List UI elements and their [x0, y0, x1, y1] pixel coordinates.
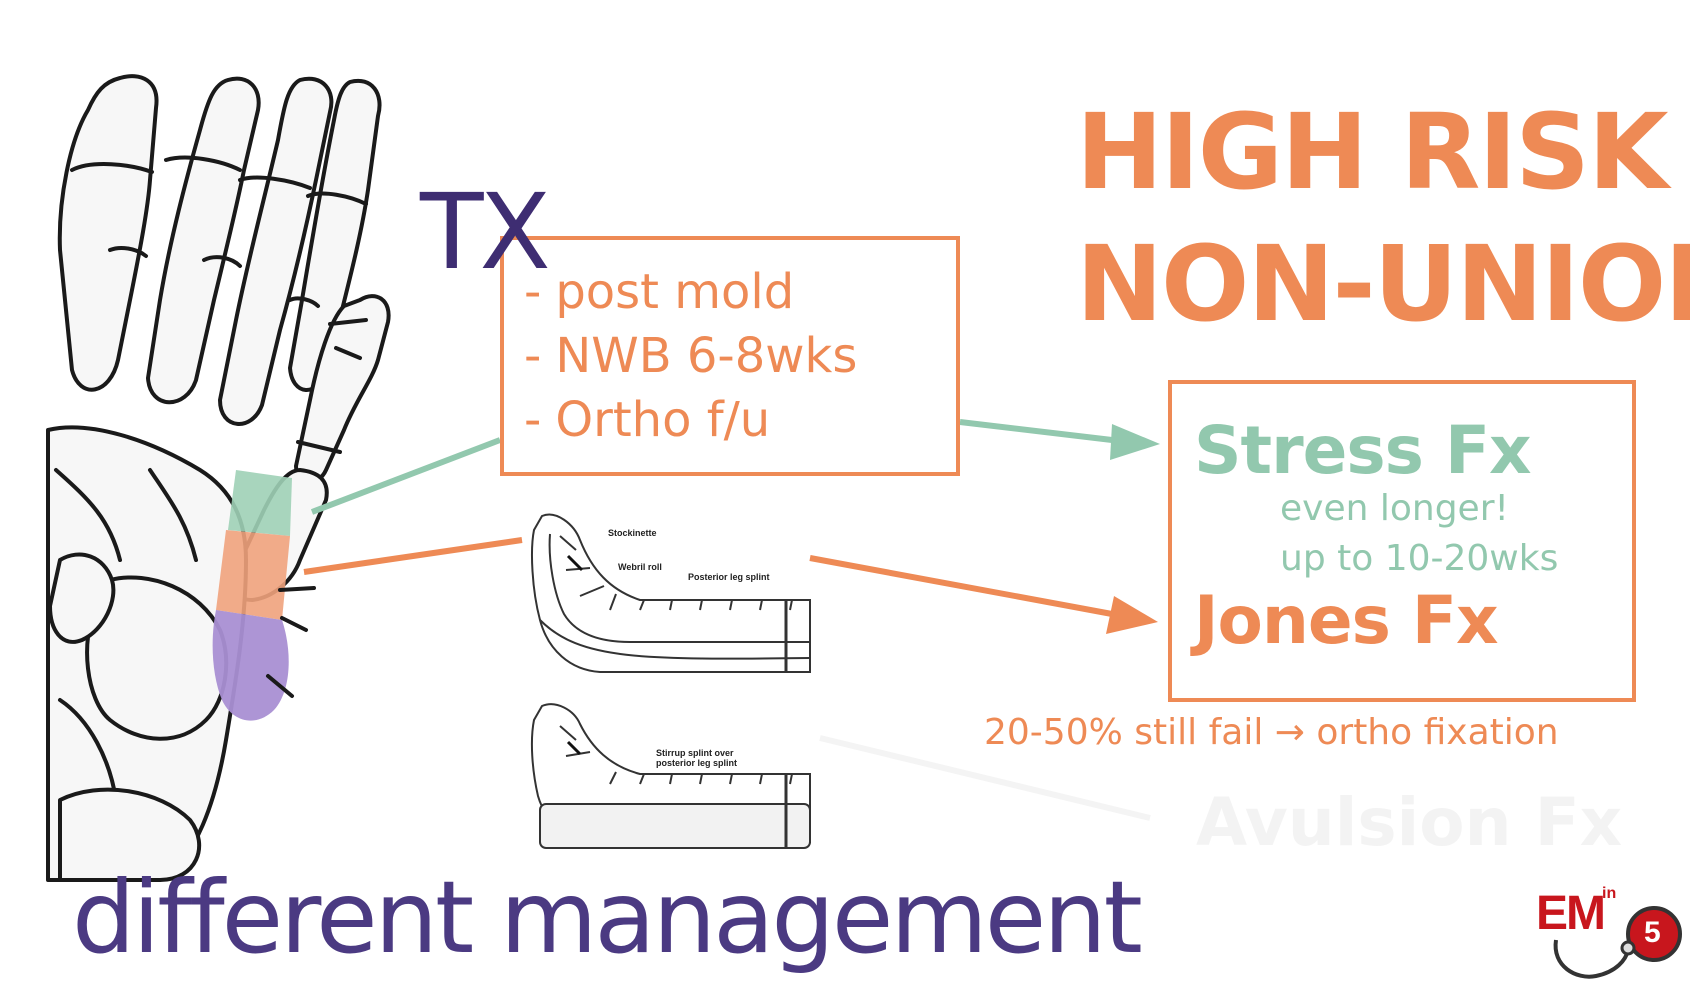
treatment-item-post-mold: post mold — [555, 264, 795, 320]
logo-in-text: in — [1602, 885, 1617, 902]
stress-note-2: up to 10-20wks — [1280, 538, 1559, 579]
title-line-2: NON-UNION — [1076, 223, 1690, 345]
splint-label-stirrup-1: Stirrup splint over — [656, 748, 734, 758]
treatment-box: -post mold -NWB 6-8wks -Ortho f/u — [500, 236, 960, 476]
stethoscope-icon — [1553, 939, 1636, 979]
treatment-label: TX — [420, 171, 551, 293]
bullet-dash: - — [524, 392, 542, 448]
bullet-dash: - — [524, 264, 542, 320]
treatment-item-ortho: Ortho f/u — [555, 392, 771, 448]
calcaneus-bone — [58, 787, 202, 882]
fracture-types-box: Stress Fx even longer! up to 10-20wks Jo… — [1168, 380, 1636, 702]
logo-five-text: 5 — [1644, 916, 1661, 949]
toe-bone-3 — [218, 76, 334, 426]
stress-fracture-label: Stress Fx — [1194, 412, 1532, 489]
failure-note: 20-50% still fail → ortho fixation — [984, 712, 1559, 753]
splint-label-webril: Webril roll — [618, 562, 662, 572]
splint-label-stirrup-2: posterior leg splint — [656, 758, 738, 768]
stirrup-splint-illustration — [530, 703, 811, 849]
logo-circle — [1626, 906, 1682, 962]
treatment-item: -Ortho f/u — [524, 388, 857, 452]
jones-fracture-region — [216, 530, 290, 620]
splint-label-stockinette: Stockinette — [608, 528, 657, 538]
splint-label-posterior: Posterior leg splint — [688, 572, 770, 582]
jones-fracture-label: Jones Fx — [1194, 582, 1499, 659]
title-line-1: HIGH RISK — [1076, 91, 1669, 213]
stress-note-1: even longer! — [1280, 488, 1509, 529]
caption-different-management: different management — [72, 859, 1143, 976]
treatment-item: -NWB 6-8wks — [524, 324, 857, 388]
toe-bone-4 — [288, 78, 382, 392]
toe-bone-1 — [57, 74, 159, 392]
faded-avulsion-label: Avulsion Fx — [1196, 784, 1623, 861]
bullet-dash: - — [524, 328, 542, 384]
toe-bone-2 — [146, 76, 261, 405]
navicular-bone — [48, 552, 116, 644]
stress-fracture-region — [228, 470, 292, 536]
avulsion-fracture-region — [212, 610, 289, 721]
em-in-5-logo: EM in 5 — [1536, 886, 1686, 990]
cuboid-bone — [85, 575, 229, 741]
treatment-item: -post mold — [524, 260, 857, 324]
logo-em-text: EM — [1536, 887, 1606, 940]
treatment-item-nwb: NWB 6-8wks — [555, 328, 858, 384]
posterior-splint-illustration — [531, 513, 811, 673]
